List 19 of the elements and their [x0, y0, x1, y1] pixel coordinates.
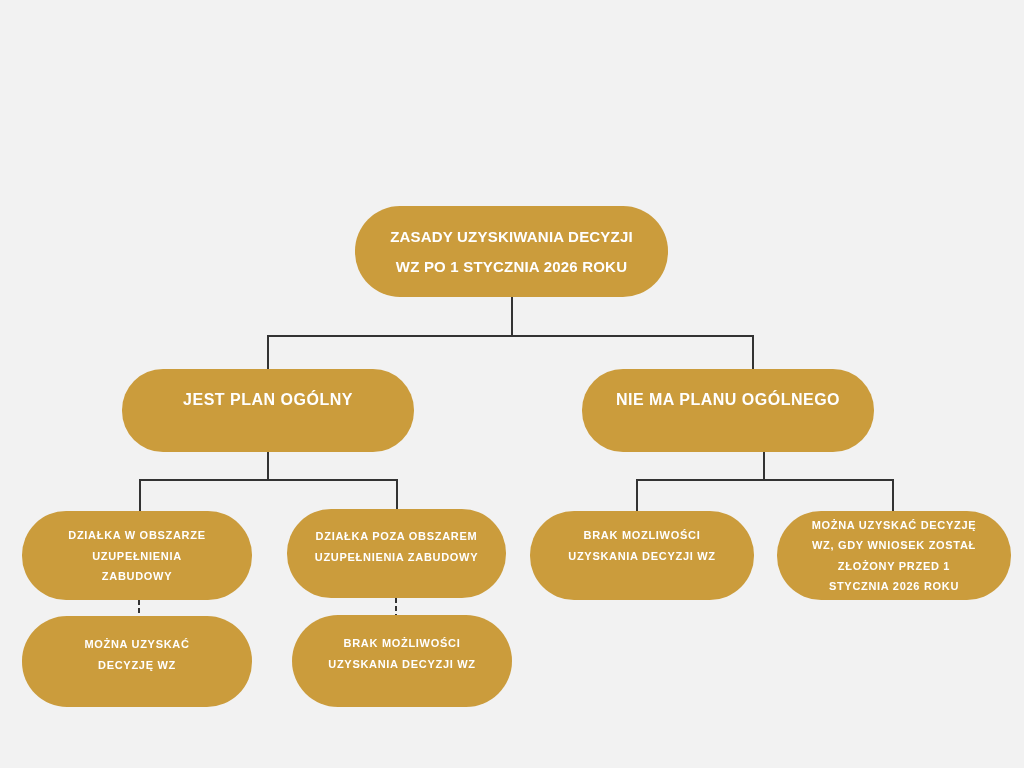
connector-line: [763, 451, 765, 481]
node-label: MOŻNA UZYSKAĆ DECYZJĘ WZ, GDY WNIOSEK ZOSTAŁ ZŁOŻONY PRZED 1 STYCZNIA 2026 ROKU: [810, 517, 978, 594]
node-label: MOŻNA UZYSKAĆ DECYZJĘ WZ: [83, 637, 191, 673]
node-label: DZIAŁKA W OBSZARZE UZUPEŁNIENIA ZABUDOWY: [67, 528, 207, 584]
node-label: ZASADY UZYSKIWANIA DECYZJI WZ PO 1 STYCZNIA 2026 ROKU: [389, 226, 634, 277]
connector-line: [267, 335, 513, 370]
connector-line: [267, 479, 398, 510]
node-label: DZIAŁKA POZA OBSZAREM UZUPEŁNIENIA ZABUDOWY: [313, 529, 480, 565]
node-label: BRAK MOZLIWOŚCI UZYSKANIA DECYZJI WZ: [567, 528, 717, 564]
connector-line: [139, 479, 269, 512]
connector-line: [511, 296, 513, 337]
node-label: BRAK MOŻLIWOŚCI UZYSKANIA DECYZJI WZ: [327, 636, 477, 672]
connector-line: [267, 451, 269, 481]
connector-line: [763, 479, 894, 512]
dashed-connector: [395, 597, 397, 616]
node-label: JEST PLAN OGÓLNY: [183, 389, 353, 410]
connector-line: [636, 479, 765, 512]
node-label: NIE MA PLANU OGÓLNEGO: [615, 389, 841, 410]
connector-line: [511, 335, 754, 370]
